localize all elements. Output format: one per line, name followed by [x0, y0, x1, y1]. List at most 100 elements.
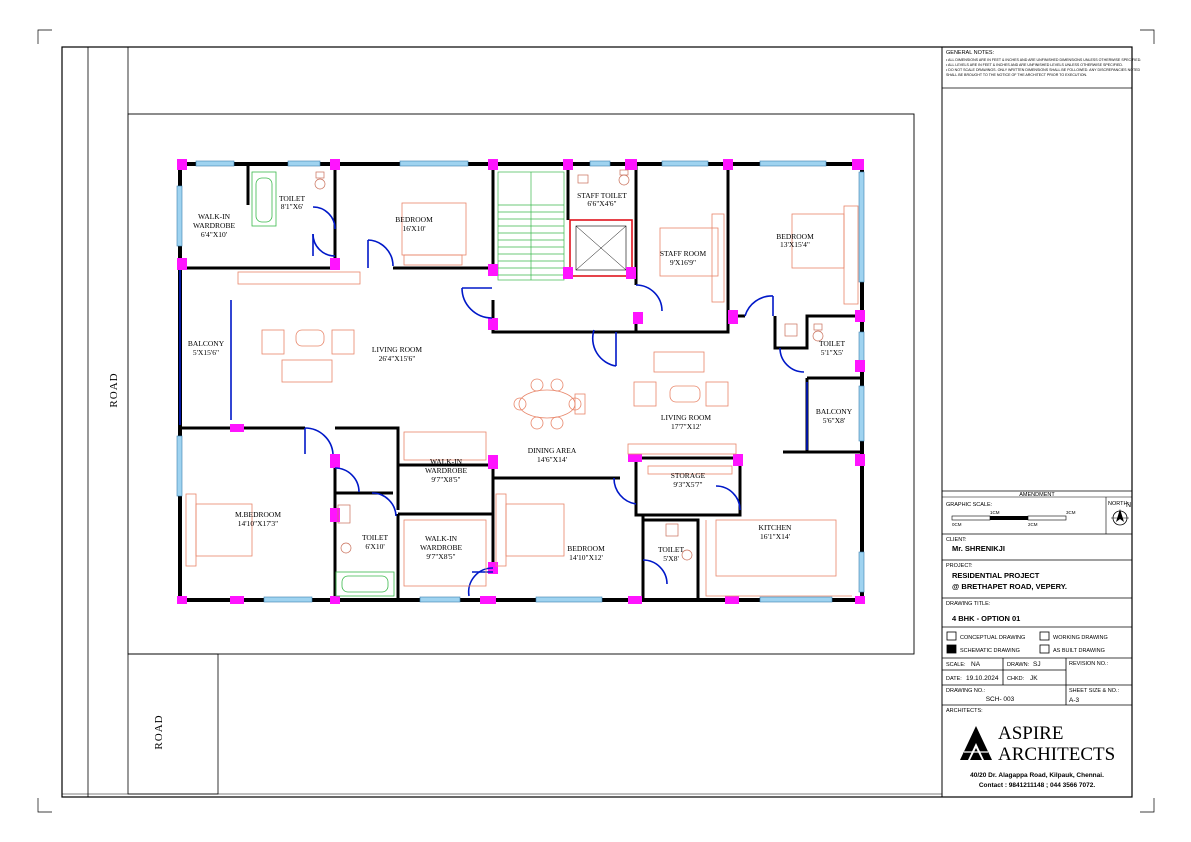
dim-balcony-2: 5'6"X8': [823, 416, 846, 425]
label-living-room-1: LIVING ROOM: [372, 345, 423, 354]
crop-marks: [37, 29, 1155, 813]
checkbox-working: WORKING DRAWING: [1039, 631, 1108, 641]
drawing-title: 4 BHK - OPTION 01: [952, 614, 1020, 623]
date-label: DATE:: [946, 676, 962, 682]
windows: [176, 160, 865, 603]
client-name: Mr. SHRENIKJI: [952, 544, 1005, 553]
label-balcony-1: BALCONY: [188, 339, 225, 348]
note-1: • ALL DIMENSIONS ARE IN FEET & INCHES AN…: [946, 58, 1141, 62]
north-label: NORTH:: [1108, 501, 1129, 507]
scale-label: SCALE:: [946, 662, 966, 668]
dim-walkin-wardrobe-3: 9'7"X8'5": [426, 552, 455, 561]
dim-toilet-2: 5'1"X5': [821, 348, 844, 357]
dim-staff-room: 9'X16'9": [670, 258, 696, 267]
firm-address: 40/20 Dr. Alagappa Road, Kilpauk, Chenna…: [970, 772, 1104, 779]
dim-living-room-1: 26'4"X15'6": [379, 354, 416, 363]
checkbox-as-built: AS BUILT DRAWING: [1039, 644, 1105, 654]
floor-plan: WALK-IN WARDROBE 6'4"X10' TOILET 8'1"X6'…: [176, 159, 865, 604]
bathtubs: [251, 171, 395, 597]
label-walkin-wardrobe-3-b: WARDROBE: [420, 543, 463, 552]
scale-mark-0: 0CM: [952, 522, 962, 527]
drawing-title-label: DRAWING TITLE:: [946, 601, 991, 607]
road-label-left: ROAD: [108, 372, 120, 407]
chkd-value: JK: [1030, 675, 1038, 682]
checkbox-schematic: SCHEMATIC DRAWING: [946, 644, 1020, 654]
scale-mark-3: 3CM: [1066, 510, 1076, 515]
revision-label: REVISION NO.:: [1069, 661, 1109, 667]
label-toilet-3: TOILET: [362, 533, 389, 542]
graphic-scale-label: GRAPHIC SCALE:: [946, 502, 993, 508]
firm-name-line-2: ARCHITECTS: [998, 744, 1115, 765]
client-label: CLIENT:: [946, 537, 967, 543]
label-staff-toilet: STAFF TOILET: [577, 191, 627, 200]
dim-master-bedroom: 14'10"X17'3": [238, 519, 279, 528]
doors: [179, 206, 808, 597]
furniture: [185, 202, 859, 597]
checkbox-conceptual-label: CONCEPTUAL DRAWING: [960, 635, 1025, 641]
sheet-size-value: A-3: [1069, 697, 1080, 704]
north-letter: N: [1126, 502, 1131, 509]
label-bedroom-2: BEDROOM: [776, 232, 814, 241]
info-grid: [942, 657, 1132, 706]
general-notes-title: GENERAL NOTES:: [946, 50, 995, 56]
date-value: 19.10.2024: [966, 675, 999, 682]
label-walkin-wardrobe-1-b: WARDROBE: [193, 221, 236, 230]
project-label: PROJECT:: [946, 563, 973, 569]
chkd-label: CHKD:: [1007, 676, 1025, 682]
title-block: GENERAL NOTES: • ALL DIMENSIONS ARE IN F…: [941, 46, 1141, 798]
project-line-1: RESIDENTIAL PROJECT: [952, 571, 1040, 580]
dim-toilet-1: 8'1"X6': [281, 202, 304, 211]
dim-bedroom-3: 14'10"X12': [569, 553, 603, 562]
scale-mark-1: 1CM: [990, 510, 1000, 515]
architects-label: ARCHITECTS:: [946, 708, 983, 714]
label-toilet-4: TOILET: [658, 545, 685, 554]
dim-toilet-4: 5'X8': [663, 554, 679, 563]
aspire-logo-icon: [960, 726, 992, 760]
checkbox-as-built-label: AS BUILT DRAWING: [1053, 648, 1105, 654]
dim-storage: 9'3"X5'7": [673, 480, 702, 489]
firm-contact: Contact : 9841211148 ; 044 3566 7072.: [979, 782, 1096, 789]
drawn-label: DRAWN:: [1007, 662, 1030, 668]
sheet-border: [61, 46, 1133, 798]
label-storage: STORAGE: [671, 471, 706, 480]
checkbox-conceptual: CONCEPTUAL DRAWING: [946, 631, 1025, 641]
sanitary-fixtures: [314, 169, 824, 561]
project-line-2: @ BRETHAPET ROAD, VEPERY.: [952, 582, 1067, 591]
checkbox-schematic-label: SCHEMATIC DRAWING: [960, 648, 1020, 654]
note-3: • DO NOT SCALE DRAWINGS. ONLY WRITTEN DI…: [946, 68, 1141, 72]
drawn-value: SJ: [1033, 661, 1041, 668]
dim-kitchen: 16'1"X14': [760, 532, 791, 541]
room-labels: WALK-IN WARDROBE 6'4"X10' TOILET 8'1"X6'…: [188, 191, 853, 563]
scale-mark-2: 2CM: [1028, 522, 1038, 527]
north-arrow-icon: N: [1111, 502, 1131, 526]
staircase: [497, 171, 565, 281]
drawing-no-value: SCH- 003: [986, 696, 1015, 703]
drawing-no-label: DRAWING NO.:: [946, 688, 986, 694]
label-bedroom-3: BEDROOM: [567, 544, 605, 553]
road-label-bottom: ROAD: [153, 714, 165, 749]
label-toilet-2: TOILET: [819, 339, 846, 348]
label-dining-area: DINING AREA: [528, 446, 577, 455]
label-walkin-wardrobe-1-a: WALK-IN: [198, 212, 231, 221]
note-2: • ALL LEVELS ARE IN FEET & INCHES AND AR…: [946, 63, 1123, 67]
note-4: SHALL BE BROUGHT TO THE NOTICE OF THE AR…: [946, 73, 1087, 77]
label-walkin-wardrobe-3-a: WALK-IN: [425, 534, 458, 543]
road-strip-bottom: [127, 653, 219, 795]
scale-value: NA: [971, 661, 981, 668]
label-kitchen: KITCHEN: [759, 523, 792, 532]
dim-bedroom-2: 13'X15'4": [780, 240, 810, 249]
label-bedroom-1: BEDROOM: [395, 215, 433, 224]
amendment-header: AMENDMENT: [1019, 492, 1055, 498]
title-block-frame: [941, 46, 1133, 798]
firm-name-line-1: ASPIRE: [998, 723, 1063, 744]
label-toilet-1: TOILET: [279, 194, 306, 203]
dim-staff-toilet: 6'6"X4'6": [587, 199, 616, 208]
graphic-scale-bar: 0CM 1CM 2CM 3CM: [951, 510, 1076, 527]
plot-boundary: [127, 113, 915, 655]
lift-shaft: [569, 219, 633, 277]
dim-living-room-2: 17'7"X12': [671, 422, 702, 431]
label-walkin-wardrobe-2-a: WALK-IN: [430, 457, 463, 466]
label-master-bedroom: M.BEDROOM: [235, 510, 281, 519]
dim-toilet-3: 6'X10': [365, 542, 385, 551]
